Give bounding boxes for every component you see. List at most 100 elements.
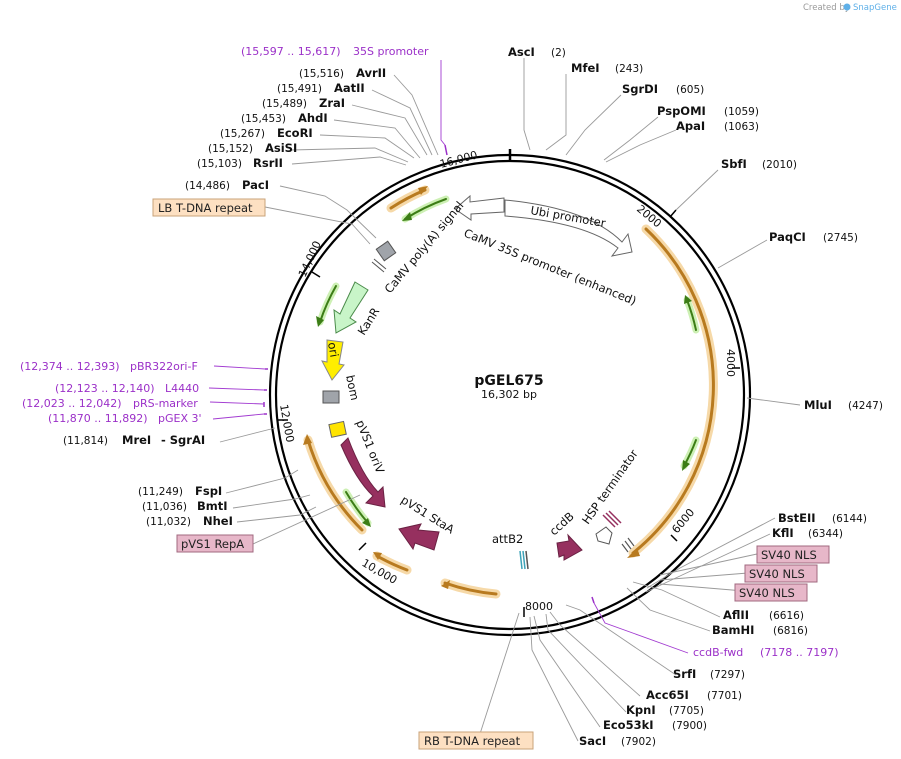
enzyme-name: ApaI xyxy=(676,119,705,133)
enzyme-name: EcoRI xyxy=(277,126,313,140)
primer-range: (15,597 .. 15,617) xyxy=(241,45,341,58)
enzyme-pos: (15,491) xyxy=(277,83,322,95)
plasmid-name: pGEL675 xyxy=(474,373,543,389)
sv40-nls-box xyxy=(744,564,818,583)
enzyme-name: FspI xyxy=(195,484,222,498)
enzyme-pos: (11,036) xyxy=(142,501,187,513)
enzyme-name: MfeI xyxy=(571,61,600,75)
enzyme-pos: (14,486) xyxy=(185,180,230,192)
enzyme-leaders xyxy=(219,58,801,742)
ori-label: ori xyxy=(325,341,341,358)
sv40-nls-label: SV40 NLS xyxy=(749,567,805,581)
enzyme-pos: (243) xyxy=(615,63,643,75)
enzyme-name: SacI xyxy=(579,734,606,748)
enzyme-pos: (7701) xyxy=(707,690,742,702)
enzyme-name: SbfI xyxy=(721,157,747,171)
enzyme-pos: (605) xyxy=(676,84,704,96)
enzyme-name: BmtI xyxy=(197,499,228,513)
lb-hash xyxy=(371,258,387,273)
enzyme-pos: (15,453) xyxy=(241,113,286,125)
enzyme-pos: (7902) xyxy=(621,736,656,748)
enzyme-name: AsiSI xyxy=(265,141,297,155)
enzyme-pos: (15,489) xyxy=(262,98,307,110)
enzyme-name: BstEII xyxy=(778,511,816,525)
tick-label: 8000 xyxy=(525,600,553,613)
enzyme-pos: (11,249) xyxy=(138,486,183,498)
tick-10000 xyxy=(358,542,367,551)
lb-tdna-mark xyxy=(375,240,397,262)
enzyme-pos: (7705) xyxy=(669,705,704,717)
primer-range: (12,023 .. 12,042) xyxy=(22,397,122,410)
sv40-nls-label: SV40 NLS xyxy=(761,548,817,562)
enzyme-name: KpnI xyxy=(626,703,656,717)
hsp-terminator-label: HSP terminator xyxy=(579,447,641,527)
bom-label: bom xyxy=(343,374,362,402)
primer-name: pRS-marker xyxy=(133,397,198,410)
watermark-text: Created by xyxy=(803,3,850,13)
enzyme-name: MreI xyxy=(122,433,151,447)
watermark-brand: SnapGene xyxy=(853,3,897,13)
enzyme-name: AflII xyxy=(723,608,749,622)
ori-arrow xyxy=(321,339,345,381)
primer-range: (7178 .. 7197) xyxy=(760,646,839,659)
primer-leaders xyxy=(208,60,689,654)
primer-range: (12,374 .. 12,393) xyxy=(20,360,120,373)
enzyme-pos: (15,516) xyxy=(299,68,344,80)
enzyme-pos: (6616) xyxy=(769,610,804,622)
pvs1-staa-arrow xyxy=(398,523,440,551)
tick-label: 4000 xyxy=(724,349,737,377)
enzyme-name: KflI xyxy=(772,526,794,540)
sv40-marks xyxy=(621,537,635,553)
enzyme-extra: - SgrAI xyxy=(161,433,205,447)
camv-polya-label: CaMV poly(A) signal xyxy=(382,199,467,296)
enzyme-name: SrfI xyxy=(673,667,696,681)
enzyme-pos: (1059) xyxy=(724,106,759,118)
enzyme-pos: (15,152) xyxy=(208,143,253,155)
bom-box xyxy=(322,390,340,404)
enzyme-name: AhdI xyxy=(298,111,328,125)
attb2-mark xyxy=(519,550,529,570)
sv40-nls-box xyxy=(756,545,830,564)
ccdb-arrow xyxy=(556,533,583,561)
pvs1-repa-label: pVS1 RepA xyxy=(181,537,244,551)
enzyme-name: AatII xyxy=(334,81,365,95)
enzyme-pos: (7900) xyxy=(672,720,707,732)
enzyme-name: BamHI xyxy=(712,623,754,637)
ubi-promoter-arrow xyxy=(504,199,633,257)
primer-range: (12,123 .. 12,140) xyxy=(55,382,155,395)
enzyme-pos: (15,267) xyxy=(220,128,265,140)
enzyme-name: NheI xyxy=(203,514,233,528)
enzyme-name: Eco53kI xyxy=(603,718,654,732)
kanr-label: KanR xyxy=(355,305,383,338)
enzyme-name: PacI xyxy=(242,178,269,192)
lb-tdna-label: LB T-DNA repeat xyxy=(158,201,253,215)
enzyme-pos: (6344) xyxy=(808,528,843,540)
enzyme-pos: (11,032) xyxy=(146,516,191,528)
enzyme-name: Acc65I xyxy=(646,688,689,702)
sv40-nls-label: SV40 NLS xyxy=(739,586,795,600)
ccdb-label: ccdB xyxy=(547,509,577,538)
enzyme-name: SgrDI xyxy=(622,82,658,96)
enzyme-pos: (2745) xyxy=(823,232,858,244)
enzyme-pos: (4247) xyxy=(848,400,883,412)
primer-name: 35S promoter xyxy=(353,45,429,58)
primer-range: (11,870 .. 11,892) xyxy=(48,412,148,425)
feature-leaders xyxy=(252,206,758,741)
hsp-hash xyxy=(602,510,622,528)
enzyme-name: ZraI xyxy=(319,96,345,110)
primer-marks xyxy=(263,144,595,604)
enzyme-name: AscI xyxy=(508,45,535,59)
tick-2000 xyxy=(669,209,677,218)
primer-name: pBR322ori-F xyxy=(130,360,198,373)
attb2-label: attB2 xyxy=(492,532,523,546)
pvs1-small-feature xyxy=(328,420,347,438)
enzyme-pos: (11,814) xyxy=(63,435,108,447)
sv40-nls-box xyxy=(734,583,808,602)
enzyme-pos: (7297) xyxy=(710,669,745,681)
enzyme-name: PspOMI xyxy=(657,104,706,118)
primer-name: pGEX 3' xyxy=(158,412,202,425)
hsp-terminator-shape xyxy=(595,526,613,545)
rb-tdna-box xyxy=(418,731,534,750)
rb-tdna-label: RB T-DNA repeat xyxy=(424,734,521,748)
